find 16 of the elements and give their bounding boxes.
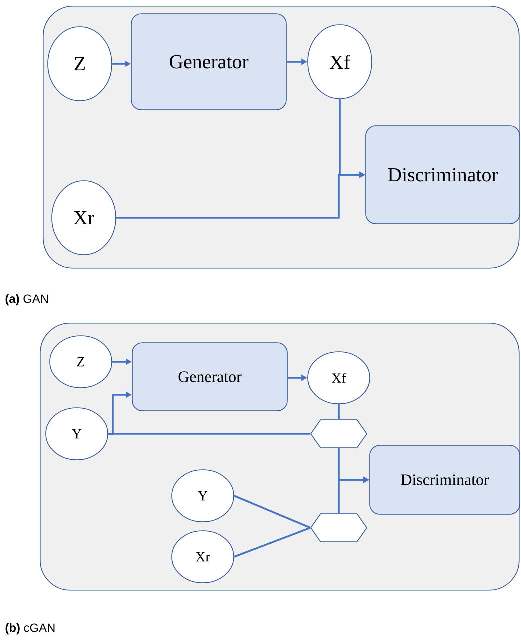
figure-caption: (a) GAN	[6, 294, 48, 306]
ellipse-node: Xr	[52, 180, 116, 256]
process-box: Discriminator	[370, 445, 520, 515]
ellipse-node: Y	[46, 408, 108, 460]
process-box: Generator	[131, 14, 287, 110]
ellipse-node: Xf	[308, 24, 372, 100]
ellipse-node: Xr	[172, 530, 234, 584]
ellipse-node: Z	[50, 336, 112, 388]
ellipse-node: Xf	[308, 352, 370, 404]
hexagon-junction	[310, 420, 368, 448]
ellipse-node: Y	[172, 470, 234, 522]
figure-caption: (b) cGAN	[6, 623, 55, 635]
process-box: Generator	[132, 342, 288, 412]
process-box: Discriminator	[366, 126, 520, 224]
hexagon-junction	[310, 514, 368, 542]
ellipse-node: Z	[48, 26, 112, 102]
